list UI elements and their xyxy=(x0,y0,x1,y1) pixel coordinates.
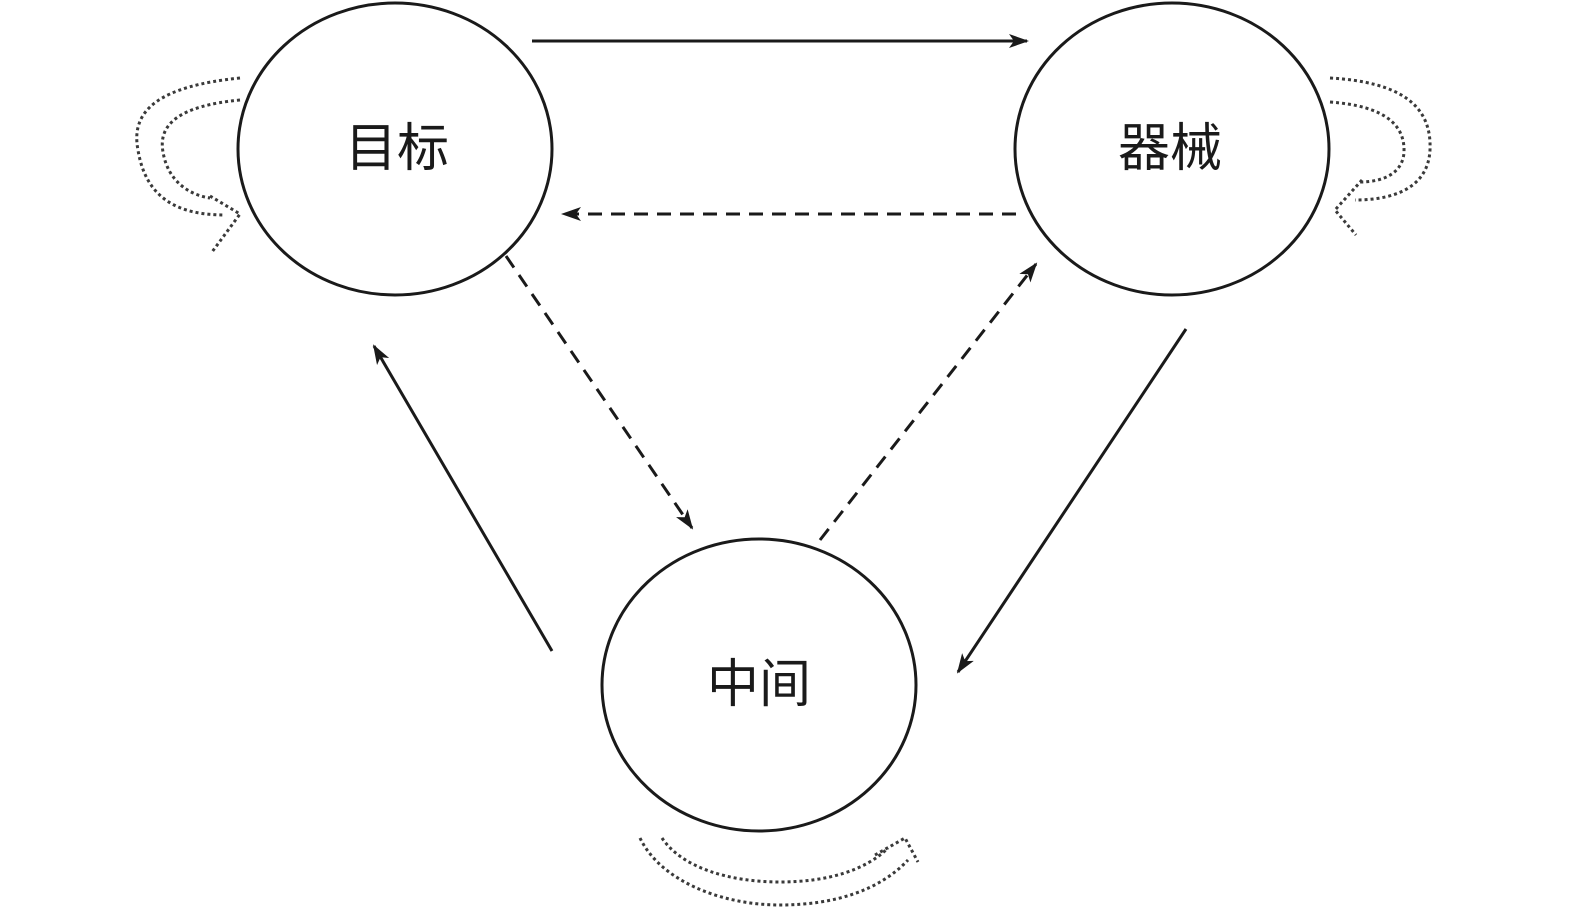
edges xyxy=(372,34,1188,674)
node-instrument-circle xyxy=(1013,1,1331,297)
node-target: 目标 xyxy=(236,1,554,297)
middle-self-loop-arrow xyxy=(638,835,920,907)
node-target-label: 目标 xyxy=(345,119,449,179)
edge-instrument-to-middle xyxy=(956,328,1188,674)
node-instrument: 器械 xyxy=(1013,1,1331,297)
node-instrument-label: 器械 xyxy=(1118,119,1222,179)
node-middle-circle xyxy=(600,537,918,833)
node-middle-label: 中间 xyxy=(707,655,811,715)
node-target-circle xyxy=(236,1,554,297)
edge-middle-to-target xyxy=(372,344,554,652)
edge-target-to-middle xyxy=(504,255,694,530)
instrument-self-loop-arrow xyxy=(1329,76,1432,236)
edge-middle-to-instrument xyxy=(818,262,1038,541)
target-self-loop-arrow xyxy=(135,76,243,253)
node-middle: 中间 xyxy=(600,537,918,833)
